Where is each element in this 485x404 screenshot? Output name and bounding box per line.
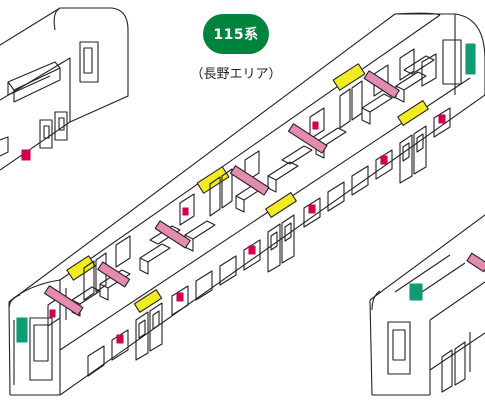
main-car-body — [8, 12, 485, 396]
door-marker-icon — [66, 255, 96, 281]
priority-seat-icon — [229, 165, 270, 196]
priority-seat-icon — [43, 285, 84, 316]
green-sign-icon — [16, 317, 28, 343]
series-badge: 115系 — [203, 14, 269, 54]
priority-seat-icon — [97, 261, 131, 288]
door-marker-icon — [265, 192, 297, 218]
priority-seat-icon — [287, 123, 328, 154]
green-sign-icon-bottom — [409, 283, 423, 301]
priority-seat-icon — [466, 252, 485, 273]
series-label: 115系 — [213, 27, 259, 43]
far-side-elements — [47, 48, 429, 327]
area-label: （長野エリア） — [190, 67, 282, 82]
door-marker-icon — [133, 289, 163, 313]
door-marker-icon — [196, 166, 230, 194]
door-marker-icon — [397, 100, 429, 126]
priority-seat-icon — [154, 220, 191, 249]
near-side-windows — [87, 107, 451, 377]
right-car-fragment — [369, 214, 485, 396]
priority-seat-icon — [363, 70, 400, 99]
call-button-icon — [21, 149, 31, 161]
left-car-fragment — [0, 7, 129, 171]
door-marker-icon — [332, 63, 366, 91]
priority-seat-markers — [43, 70, 400, 316]
green-sign-icon-right — [465, 43, 476, 75]
